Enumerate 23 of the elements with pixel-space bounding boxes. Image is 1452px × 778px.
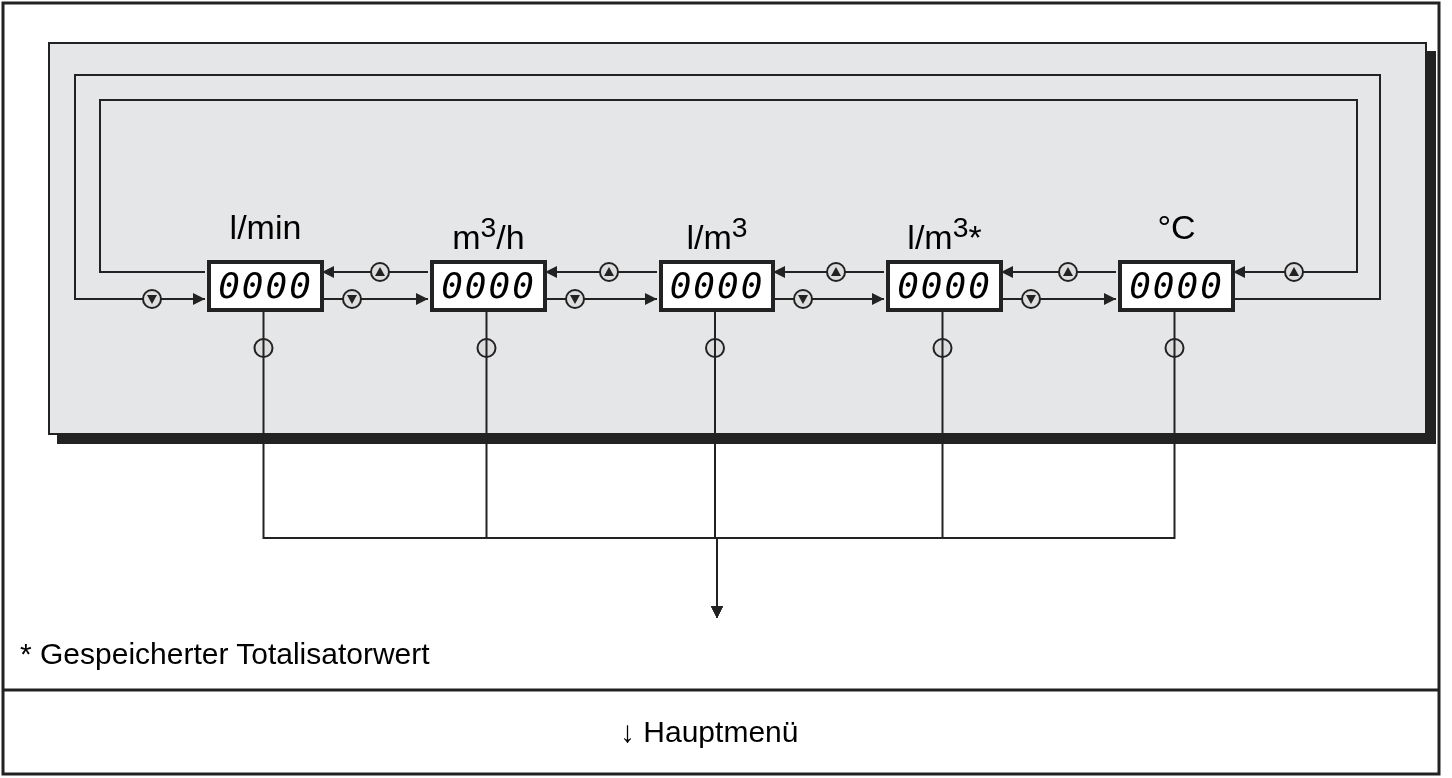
arrow: [74, 74, 1381, 305]
arrow: [544, 266, 658, 278]
arrow: [321, 293, 429, 305]
digital-display: 0000: [1118, 260, 1235, 312]
unit-label: l/m$^{3}$: [685, 210, 749, 258]
digital-display: 0000: [659, 260, 775, 312]
digital-display: 0000: [207, 260, 324, 312]
digital-display: 0000: [430, 260, 547, 312]
arrow: [772, 266, 885, 278]
arrow: [99, 99, 1358, 278]
arrow: [711, 309, 1176, 619]
arrow: [321, 266, 429, 278]
arrow: [1000, 266, 1117, 278]
arrow: [1000, 293, 1117, 305]
menu-link-text: ↓ Hauptmenü: [620, 715, 799, 749]
footnote: * Gespeicherter Totalisatorwert: [20, 637, 430, 671]
unit-label: l/m$^{3}$*: [906, 210, 983, 258]
arrow: [772, 293, 885, 305]
unit-label: m$^{3}$/h: [451, 210, 526, 258]
unit-label: l/min: [228, 207, 303, 247]
unit-label: °C: [1156, 207, 1197, 247]
arrow: [544, 293, 658, 305]
digital-display: 0000: [886, 260, 1003, 312]
